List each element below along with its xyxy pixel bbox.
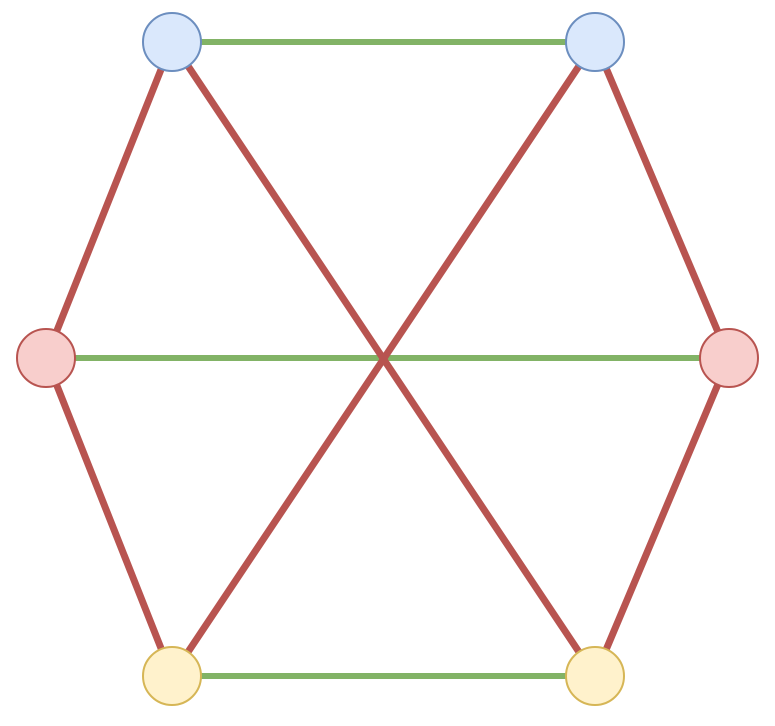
node-top-right — [565, 12, 625, 72]
node-middle-right — [699, 328, 759, 388]
edges-layer — [42, 39, 733, 679]
edge-top-right-to-middle-right — [591, 40, 733, 360]
nodes-layer — [16, 12, 759, 706]
edge-top-right-to-bottom-left — [169, 40, 598, 678]
node-top-left — [142, 12, 202, 72]
edge-middle-right-to-bottom-right — [591, 356, 733, 678]
node-middle-left — [16, 328, 76, 388]
edge-middle-left-to-bottom-left — [42, 356, 176, 678]
edge-top-left-to-middle-left — [42, 40, 176, 360]
node-bottom-right — [565, 646, 625, 706]
node-bottom-left — [142, 646, 202, 706]
